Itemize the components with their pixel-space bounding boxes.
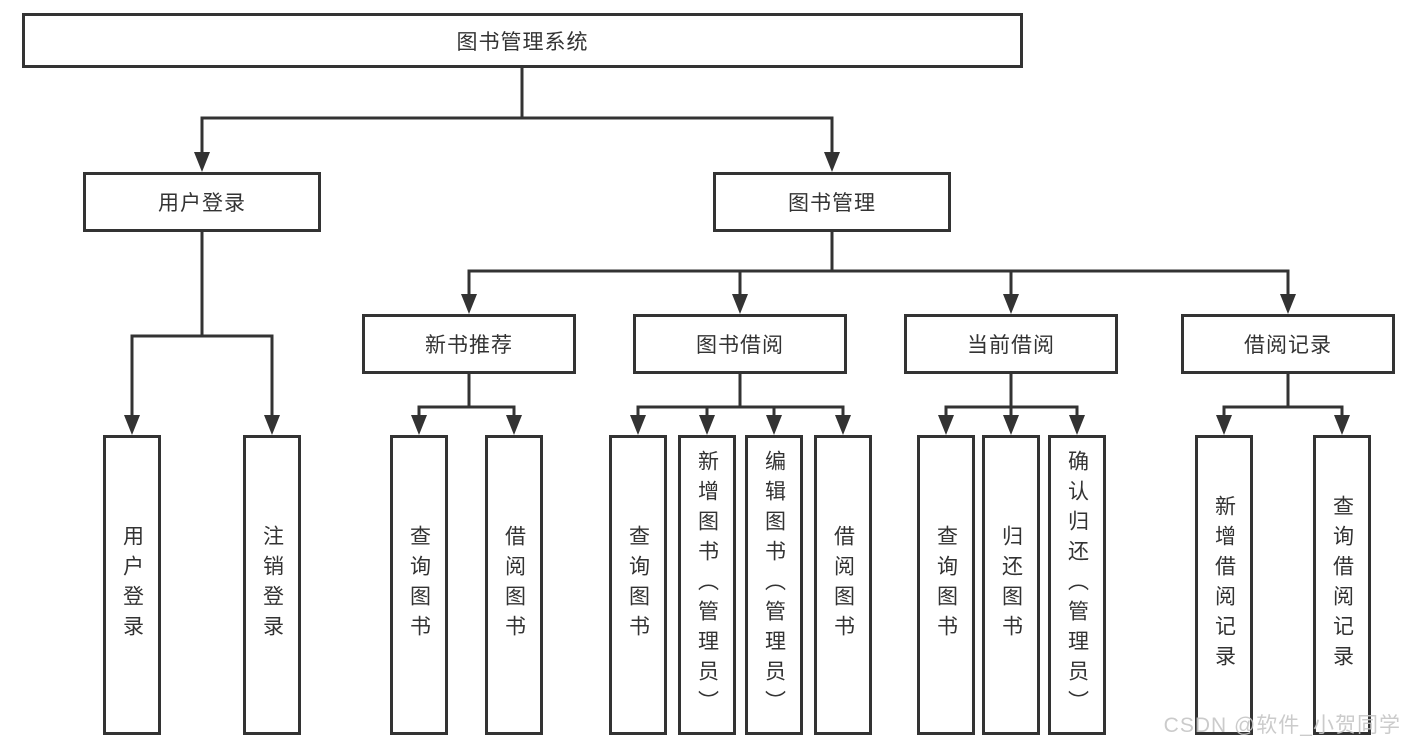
arrow-icon: [630, 415, 646, 435]
node-book-management: 图书管理: [713, 172, 951, 232]
node-label: 当前借阅: [967, 334, 1055, 357]
node-label: 查询图书: [626, 525, 650, 645]
leaf-query-books-borrowing: 查询图书: [609, 435, 667, 735]
node-label: 确认归还（管理员）: [1065, 450, 1089, 720]
leaf-add-borrow-record: 新增借阅记录: [1195, 435, 1253, 735]
leaf-query-books-recommend: 查询图书: [390, 435, 448, 735]
node-label: 图书管理系统: [456, 30, 589, 54]
node-label: 新书推荐: [425, 334, 513, 357]
node-label: 借阅图书: [831, 525, 855, 645]
connector-root-to-level1: [200, 68, 834, 156]
arrow-icon: [1003, 415, 1019, 435]
node-label: 新增图书（管理员）: [695, 450, 719, 720]
arrow-icon: [1334, 415, 1350, 435]
arrowheads: [124, 152, 1350, 435]
node-label: 查询图书: [407, 525, 431, 645]
node-label: 归还图书: [999, 525, 1023, 645]
arrow-icon: [732, 294, 748, 314]
arrow-icon: [835, 415, 851, 435]
arrow-icon: [938, 415, 954, 435]
arrow-icon: [1003, 294, 1019, 314]
leaf-borrow-books-recommend: 借阅图书: [485, 435, 543, 735]
leaf-query-borrow-record: 查询借阅记录: [1313, 435, 1371, 735]
node-label: 图书管理: [788, 192, 876, 215]
arrow-icon: [699, 415, 715, 435]
leaf-return-books: 归还图书: [982, 435, 1040, 735]
node-current-borrowing: 当前借阅: [904, 314, 1118, 374]
connector-bookborrow-to-leaves: [636, 374, 845, 418]
arrow-icon: [1280, 294, 1296, 314]
node-label: 用户登录: [120, 525, 144, 645]
arrow-icon: [1069, 415, 1085, 435]
node-label: 新增借阅记录: [1212, 495, 1236, 675]
node-user-login: 用户登录: [83, 172, 321, 232]
connector-newbook-to-leaves: [417, 374, 516, 418]
leaf-confirm-return-admin: 确认归还（管理员）: [1048, 435, 1106, 735]
connector-records-to-leaves: [1222, 374, 1344, 418]
node-book-borrowing: 图书借阅: [633, 314, 847, 374]
leaf-query-books-current: 查询图书: [917, 435, 975, 735]
leaf-logout-login: 注销登录: [243, 435, 301, 735]
leaf-edit-books-admin: 编辑图书（管理员）: [745, 435, 803, 735]
node-label: 借阅图书: [502, 525, 526, 645]
node-library-management-system: 图书管理系统: [22, 13, 1023, 68]
arrow-icon: [124, 415, 140, 435]
connector-userlogin-to-leaves: [130, 232, 274, 418]
arrow-icon: [411, 415, 427, 435]
node-label: 注销登录: [260, 525, 284, 645]
node-label: 用户登录: [158, 192, 246, 215]
arrow-icon: [194, 152, 210, 172]
arrow-icon: [766, 415, 782, 435]
node-new-book-recommendation: 新书推荐: [362, 314, 576, 374]
node-label: 编辑图书（管理员）: [762, 450, 786, 720]
arrow-icon: [824, 152, 840, 172]
watermark: CSDN @软件_小贺同学: [1163, 714, 1401, 737]
arrow-icon: [264, 415, 280, 435]
node-label: 借阅记录: [1244, 334, 1332, 357]
connector-currentborrow-to-leaves: [944, 374, 1079, 418]
leaf-add-books-admin: 新增图书（管理员）: [678, 435, 736, 735]
arrow-icon: [1216, 415, 1232, 435]
node-label: 查询借阅记录: [1330, 495, 1354, 675]
node-label: 图书借阅: [696, 334, 784, 357]
arrow-icon: [506, 415, 522, 435]
arrow-icon: [461, 294, 477, 314]
leaf-user-login: 用户登录: [103, 435, 161, 735]
leaf-borrow-books: 借阅图书: [814, 435, 872, 735]
node-borrowing-records: 借阅记录: [1181, 314, 1395, 374]
connector-bookmgmt-to-level2: [467, 232, 1290, 297]
node-label: 查询图书: [934, 525, 958, 645]
